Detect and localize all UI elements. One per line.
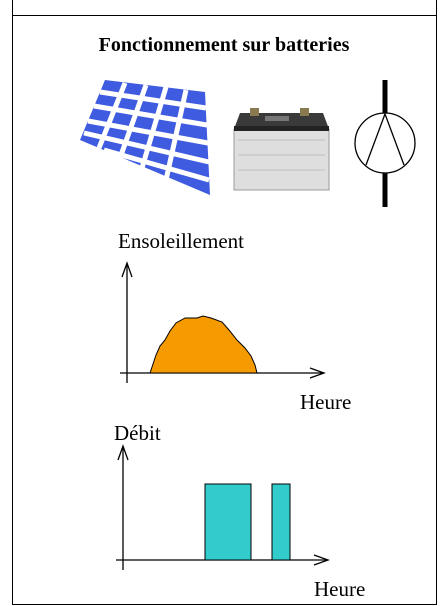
sunshine-x-label: Heure <box>300 390 352 414</box>
pump-icon <box>354 80 416 207</box>
flow-bar <box>271 483 291 561</box>
frame-top-border <box>12 15 437 16</box>
sunshine-y-arrow <box>121 261 133 278</box>
flow-axis-label: Débit <box>114 421 161 445</box>
battery-icon <box>233 108 330 191</box>
slide-title: Fonctionnement sur batteries <box>98 34 350 56</box>
flow-x-label: Heure <box>314 577 366 601</box>
sunshine-area <box>149 315 258 374</box>
slide-frame <box>12 0 437 605</box>
sunshine-axis-label: Ensoleillement <box>118 229 244 253</box>
flow-y-arrow <box>117 444 129 461</box>
solar-panel-icon <box>80 80 210 195</box>
flow-chart <box>116 444 330 570</box>
sunshine-chart <box>120 261 326 383</box>
sunshine-x-arrow <box>309 367 326 379</box>
flow-x-arrow <box>313 554 330 566</box>
flow-bar <box>204 483 252 561</box>
